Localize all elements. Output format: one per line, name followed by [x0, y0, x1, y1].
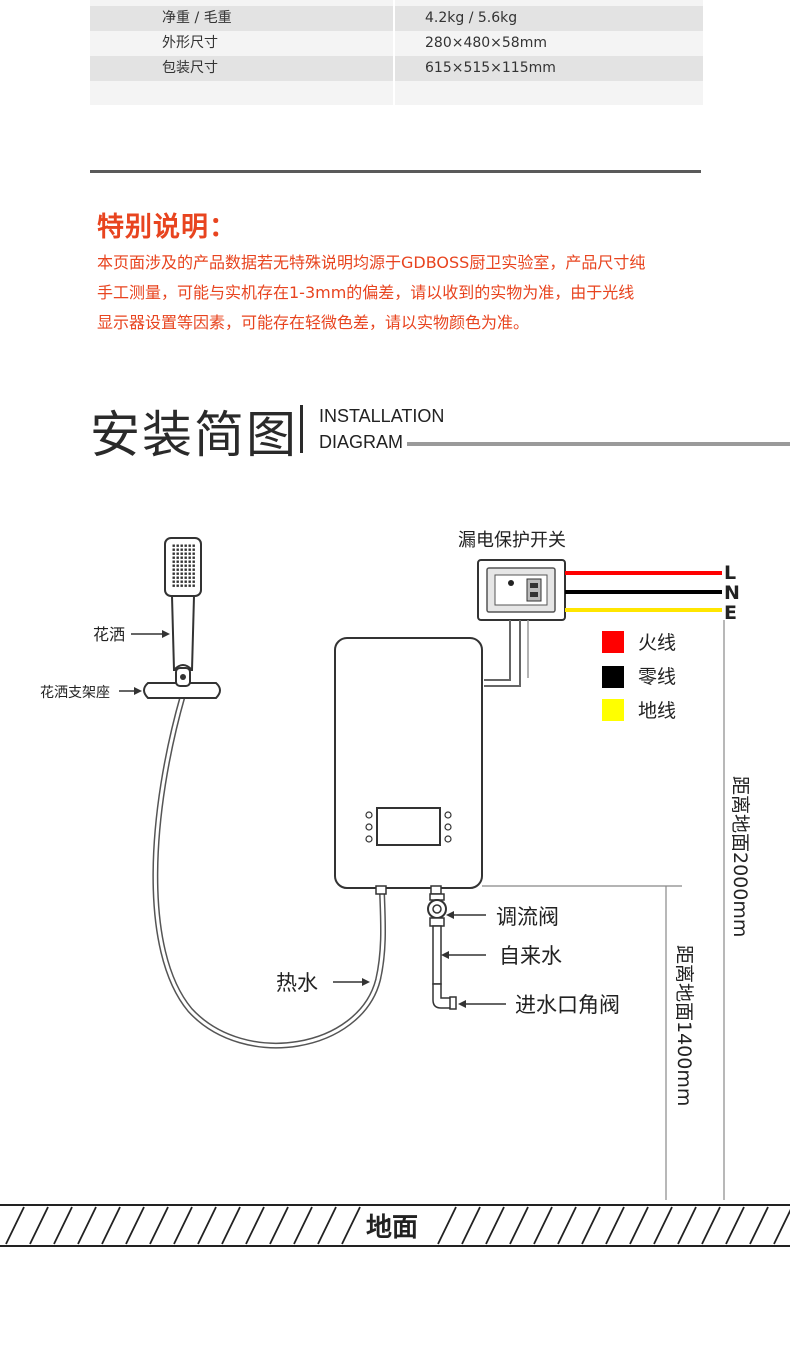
installation-diagram: 花洒 花洒支架座 漏电保护开关 L N E 火线 零线 地线: [0, 530, 790, 1247]
note-body: 本页面涉及的产品数据若无特殊说明均源于GDBOSS厨卫实验室，产品尺寸纯 手工测…: [97, 248, 707, 338]
hatch-line: [725, 1206, 745, 1245]
spec-value: 615×515×115mm: [395, 56, 703, 81]
inlet-pipe-icon: [427, 893, 457, 1010]
section-subtitle-line1: INSTALLATION: [319, 406, 445, 426]
hatch-line: [221, 1206, 241, 1245]
spec-value: 280×480×58mm: [395, 31, 703, 56]
floor-label: 地面: [366, 1213, 418, 1243]
hatch-line: [629, 1206, 649, 1245]
leakage-switch-icon: [477, 559, 566, 621]
hatch-line: [533, 1206, 553, 1245]
section-rule: [407, 442, 790, 446]
hatch-line: [485, 1206, 505, 1245]
inlet-valve-label: 进水口角阀: [515, 993, 620, 1017]
water-heater-icon: [334, 637, 483, 895]
section-divider: [300, 405, 303, 453]
neutral-swatch: [602, 666, 624, 688]
wire-N-label: N: [724, 582, 740, 604]
spec-row-blank: [90, 81, 703, 105]
hatch-line: [653, 1206, 673, 1245]
divider: [90, 170, 701, 173]
hatch-line: [557, 1206, 577, 1245]
hatch-line: [341, 1206, 361, 1245]
wire-legend: 火线 零线 地线: [602, 631, 676, 722]
spec-row-size: 外形尺寸 280×480×58mm: [90, 31, 703, 56]
hatch-line: [125, 1206, 145, 1245]
hatch-line: [701, 1206, 721, 1245]
hatch-line: [773, 1209, 790, 1245]
spec-label: 净重 / 毛重: [90, 6, 395, 31]
hatch-line: [677, 1206, 697, 1245]
hatch-line: [317, 1206, 337, 1245]
shower-head-icon: [164, 537, 202, 671]
live-swatch: [602, 631, 624, 653]
hatch-line: [461, 1206, 481, 1245]
earth-swatch: [602, 699, 624, 721]
shower-bracket-icon: [143, 667, 221, 699]
note-line: 手工测量，可能与实机存在1-3mm的偏差，请以收到的实物为准，由于光线: [97, 283, 635, 302]
spec-table: 净重 / 毛重 4.2kg / 5.6kg 外形尺寸 280×480×58mm …: [90, 0, 703, 105]
wire-E-label: E: [724, 602, 737, 624]
spec-row-cut: [90, 0, 703, 6]
floor-hatch: [0, 1204, 790, 1247]
hatch-line: [149, 1206, 169, 1245]
spec-row-package: 包装尺寸 615×515×115mm: [90, 56, 703, 81]
hot-water-label: 热水: [276, 971, 318, 995]
flow-valve-label: 调流阀: [496, 905, 559, 929]
hatch-line: [509, 1206, 529, 1245]
hatch-line: [77, 1206, 97, 1245]
hatch-line: [605, 1206, 625, 1245]
hatch-line: [29, 1206, 49, 1245]
hatch-line: [581, 1206, 601, 1245]
hatch-line: [749, 1206, 769, 1245]
section-title: 安装简图: [90, 406, 298, 464]
legend-label: 火线: [638, 632, 676, 654]
hatch-line: [269, 1206, 289, 1245]
height-2000-label: 距离地面2000mm: [729, 776, 751, 937]
note-title: 特别说明：: [97, 212, 237, 243]
leakage-switch-label: 漏电保护开关: [458, 530, 566, 551]
spec-value: 4.2kg / 5.6kg: [395, 6, 703, 31]
shower-bracket-label: 花洒支架座: [40, 685, 110, 701]
note-line: 显示器设置等因素，可能存在轻微色差，请以实物颜色为准。: [97, 313, 530, 332]
hatch-line: [197, 1206, 217, 1245]
hatch-line: [293, 1206, 313, 1245]
spec-label: 外形尺寸: [90, 31, 395, 56]
spec-label: 包装尺寸: [90, 56, 395, 81]
hatch-line: [437, 1206, 457, 1245]
hatch-line: [53, 1206, 73, 1245]
height-1400-label: 距离地面1400mm: [673, 945, 695, 1106]
note-line: 本页面涉及的产品数据若无特殊说明均源于GDBOSS厨卫实验室，产品尺寸纯: [97, 253, 646, 272]
hatch-line: [173, 1206, 193, 1245]
section-subtitle-line2: DIAGRAM: [319, 432, 404, 452]
hatch-line: [101, 1206, 121, 1245]
shower-head-label: 花洒: [93, 625, 125, 644]
legend-label: 地线: [638, 700, 676, 722]
spec-row-weight: 净重 / 毛重 4.2kg / 5.6kg: [90, 6, 703, 31]
tap-water-label: 自来水: [499, 944, 562, 968]
hatch-line: [245, 1206, 265, 1245]
hatch-line: [5, 1206, 25, 1245]
wire-L-label: L: [724, 562, 736, 584]
legend-label: 零线: [638, 666, 676, 688]
